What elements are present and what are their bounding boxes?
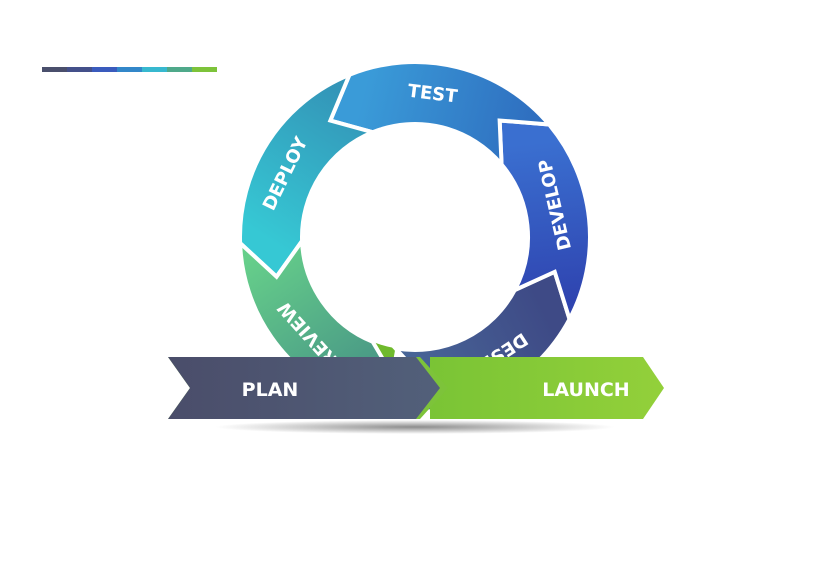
color-legend-bar	[42, 67, 217, 72]
legend-swatch	[192, 67, 217, 72]
legend-swatch	[92, 67, 117, 72]
legend-swatch	[117, 67, 142, 72]
legend-swatch	[67, 67, 92, 72]
plan-arrow: PLAN	[168, 357, 448, 419]
legend-swatch	[167, 67, 192, 72]
legend-swatch	[42, 67, 67, 72]
legend-swatch	[142, 67, 167, 72]
drop-shadow	[215, 420, 615, 434]
plan-label: PLAN	[242, 379, 299, 401]
stage-deploy: DEPLOY	[238, 71, 379, 280]
launch-label: LAUNCH	[542, 379, 629, 401]
launch-arrow: LAUNCH	[430, 357, 664, 419]
